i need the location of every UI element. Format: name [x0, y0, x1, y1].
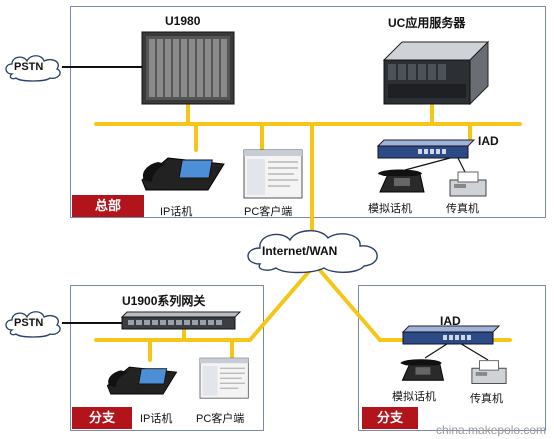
b2-tag: 分支	[362, 407, 418, 429]
analog-phone-icon	[378, 169, 425, 193]
internet-cloud-icon	[247, 230, 378, 274]
pc-client-icon	[243, 149, 303, 199]
hq-analog-phone-label: 模拟话机	[368, 203, 412, 215]
b1-tag: 分支	[72, 407, 132, 429]
b2-iad-icon	[401, 325, 501, 345]
u1980-label: U1980	[165, 14, 201, 28]
pstn-cloud-icon	[5, 311, 61, 338]
fax-icon	[471, 360, 507, 384]
pstn-label-hq: PSTN	[14, 61, 44, 73]
hq-iad-icon	[376, 139, 476, 159]
u1900-gateway-icon	[120, 311, 242, 330]
ip-phone-icon	[106, 366, 178, 395]
b1-ip-phone-label: IP话机	[140, 413, 173, 425]
hq-tag: 总部	[72, 195, 144, 217]
wan-to-branch1	[248, 266, 314, 342]
b2-fax-label: 传真机	[470, 393, 503, 405]
wan-to-branch2	[316, 266, 382, 342]
pstn-cloud-icon	[5, 55, 61, 82]
branch2-box	[358, 285, 546, 431]
pc-client-icon	[199, 357, 249, 399]
ip-phone-icon	[141, 157, 225, 191]
hq-ip-phone-label: IP话机	[160, 206, 193, 218]
fax-icon	[449, 171, 487, 197]
watermark: china.makepolo.com	[436, 423, 547, 437]
pstn-label-b1: PSTN	[14, 317, 44, 329]
hq-fax-label: 传真机	[446, 203, 479, 215]
analog-phone-icon	[400, 359, 445, 381]
hq-iad-label: IAD	[478, 134, 499, 148]
hq-pc-client-label: PC客户端	[244, 206, 293, 218]
b1-pc-client-label: PC客户端	[196, 413, 245, 425]
b2-analog-phone-label: 模拟话机	[392, 391, 436, 403]
uc-server-icon	[382, 40, 490, 106]
network-label: Internet/WAN	[262, 244, 338, 258]
uc-server-label: UC应用服务器	[388, 16, 466, 30]
b1-gateway-label: U1900系列网关	[122, 294, 206, 308]
u1980-chassis-icon	[141, 31, 235, 105]
b2-iad-label: IAD	[440, 314, 461, 328]
